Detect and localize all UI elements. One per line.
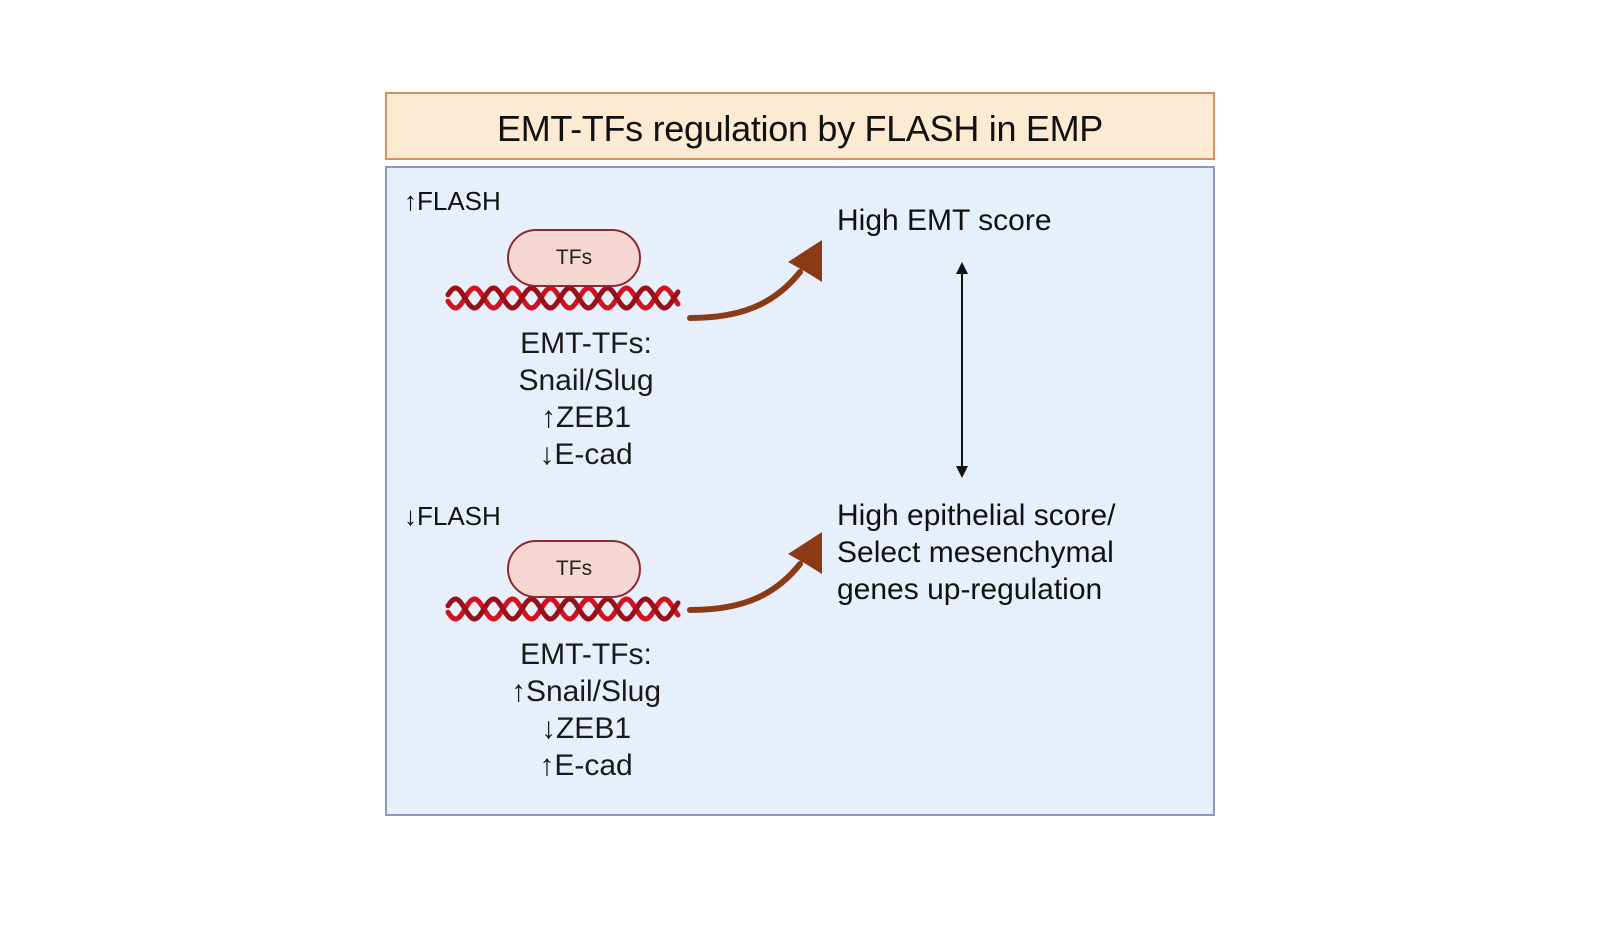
outcome-line: High EMT score <box>837 204 1052 237</box>
emt-tf-item: ↑ZEB1 <box>540 401 632 434</box>
emt-tfs-heading: EMT-TFs: <box>520 638 652 671</box>
tfs-pill-label: TFs <box>555 557 593 580</box>
emt-tfs-list-2: EMT-TFs: ↑Snail/Slug ↓ZEB1 ↑E-cad <box>466 636 706 784</box>
emt-tf-item: ↓E-cad <box>539 438 633 471</box>
outcome-high-emt: High EMT score <box>837 202 1052 239</box>
emt-tf-item: ↑Snail/Slug <box>510 675 662 708</box>
emt-tf-item: Snail/Slug <box>518 364 654 397</box>
tfs-pill-label: TFs <box>555 246 593 269</box>
flash-up-label: ↑FLASH <box>404 186 501 216</box>
double-headed-arrow-icon <box>956 262 968 478</box>
emt-tfs-heading: EMT-TFs: <box>520 327 652 360</box>
emt-tf-item: ↓ZEB1 <box>540 712 632 745</box>
title-banner: EMT-TFs regulation by FLASH in EMP <box>385 92 1215 160</box>
outcome-line: High epithelial score/ <box>837 499 1116 532</box>
outcome-line: Select mesenchymal <box>837 536 1114 569</box>
outcome-high-epithelial: High epithelial score/ Select mesenchyma… <box>837 497 1115 608</box>
dna-helix-icon <box>445 596 681 622</box>
dna-helix-icon <box>445 285 681 311</box>
curved-arrow-icon <box>687 240 822 321</box>
curved-arrow-icon <box>687 532 822 613</box>
outcome-line: genes up-regulation <box>837 573 1103 606</box>
flash-down-label: ↓FLASH <box>404 501 501 531</box>
emt-tfs-list-1: EMT-TFs: Snail/Slug ↑ZEB1 ↓E-cad <box>466 325 706 473</box>
tfs-pill: TFs <box>507 229 641 287</box>
tfs-pill: TFs <box>507 540 641 598</box>
emt-tf-item: ↑E-cad <box>539 749 633 782</box>
diagram-title: EMT-TFs regulation by FLASH in EMP <box>497 108 1103 149</box>
